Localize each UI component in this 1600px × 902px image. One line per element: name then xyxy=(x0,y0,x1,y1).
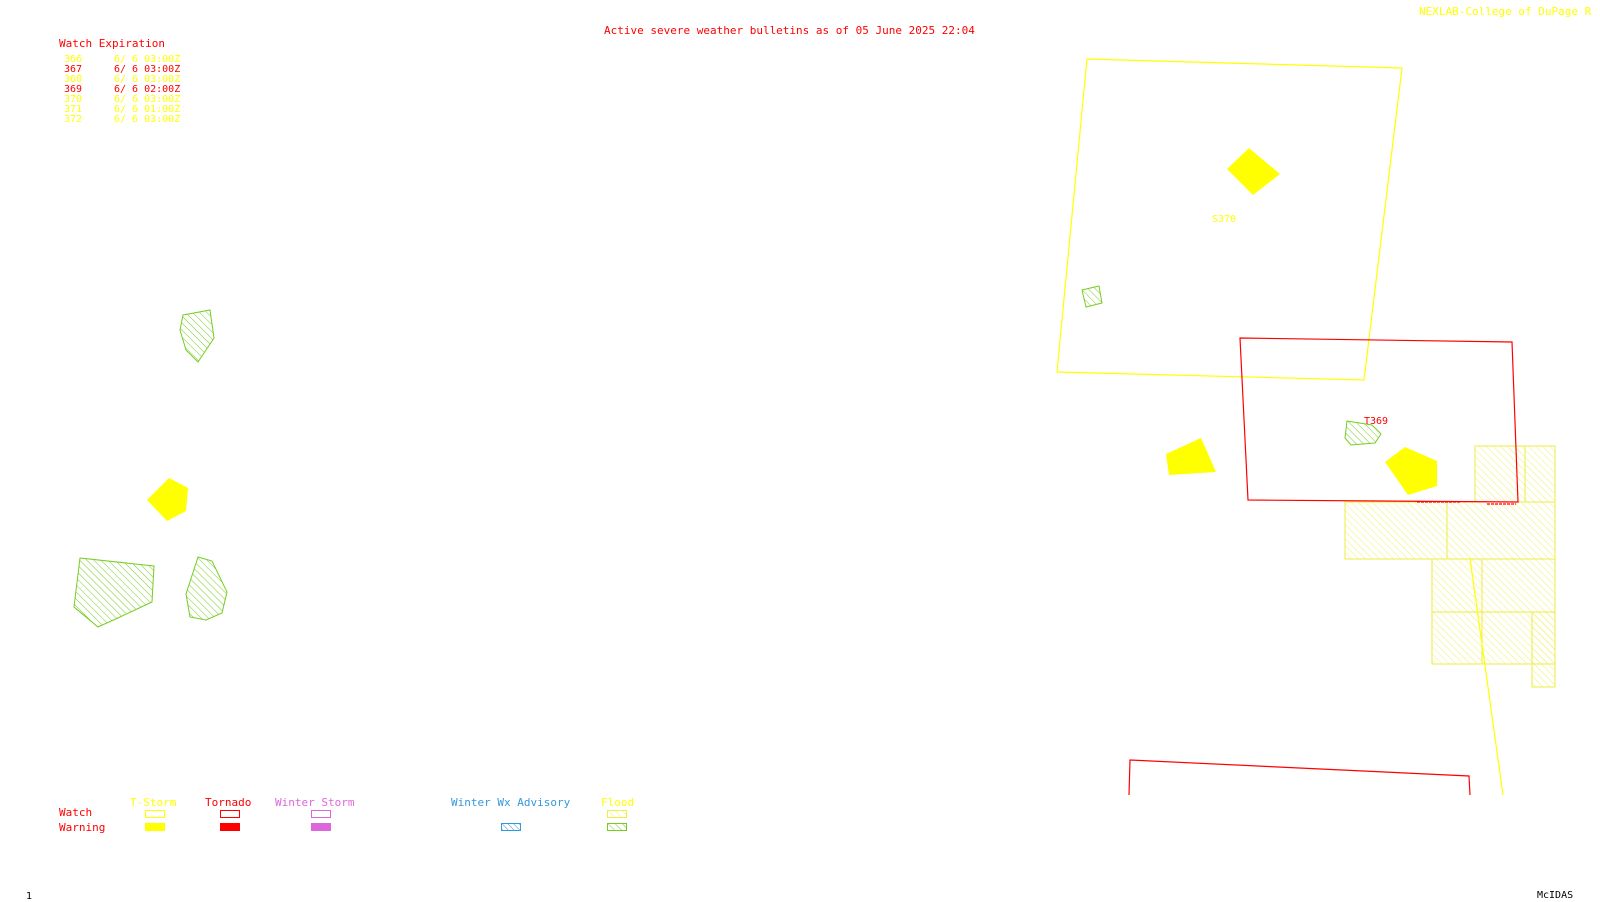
watch-expiration-row: 368 6/ 6 03:00Z xyxy=(64,75,180,85)
watch-number: 372 xyxy=(64,114,83,125)
winter-storm-warning-swatch xyxy=(311,823,331,831)
source-credit: NEXLAB-College of DuPage R xyxy=(1419,5,1592,18)
watch-expiration-row: 372 6/ 6 03:00Z xyxy=(64,115,180,125)
watch-number: 371 xyxy=(64,104,83,115)
flood-warning-area xyxy=(1081,285,1103,308)
watch-number: 368 xyxy=(64,74,83,85)
watch-expiration-row: 371 6/ 6 01:00Z xyxy=(64,105,180,115)
tornado-watch-outline xyxy=(1239,337,1519,503)
tstorm-watch-outline xyxy=(1056,58,1403,381)
legend-watch-row-label: Watch xyxy=(59,806,93,819)
watch-expiration-time: 6/ 6 03:00Z xyxy=(114,54,181,65)
tornado-warning-swatch xyxy=(220,823,240,831)
watch-expiration-time: 6/ 6 03:00Z xyxy=(114,114,181,125)
tstorm-warning-area xyxy=(1227,148,1280,195)
legend-winter-advisory-label: Winter Wx Advisory xyxy=(451,796,571,809)
tstorm-watch-swatch xyxy=(145,810,165,818)
watch-expiration-heading: Watch Expiration xyxy=(59,37,165,50)
legend-tstorm-label: T-Storm xyxy=(130,796,177,809)
tstorm-warning-swatch xyxy=(145,823,165,831)
tstorm-warning-area xyxy=(1166,438,1216,475)
flood-warning-area xyxy=(73,557,155,628)
watch-expiration-time: 6/ 6 03:00Z xyxy=(114,94,181,105)
tstorm-warning-area xyxy=(1385,447,1437,495)
watch-expiration-time: 6/ 6 03:00Z xyxy=(114,64,181,75)
tstorm-warning-area xyxy=(147,478,188,521)
legend-flood-label: Flood xyxy=(601,796,635,809)
watch-expiration-time: 6/ 6 01:00Z xyxy=(114,104,181,115)
watch-expiration-row: 367 6/ 6 03:00Z xyxy=(64,65,180,75)
watch-number: 367 xyxy=(64,64,83,75)
flood-warning-swatch xyxy=(607,823,627,831)
flood-watch-swatch xyxy=(607,810,627,818)
watch-label-t369: T369 xyxy=(1364,416,1389,427)
watch-number: 370 xyxy=(64,94,83,105)
legend-winter-storm-label: Winter Storm xyxy=(275,796,355,809)
watch-expiration-row: 366 6/ 6 03:00Z xyxy=(64,55,180,65)
legend-warning-row-label: Warning xyxy=(59,821,106,834)
flood-warning-area xyxy=(185,556,228,621)
watch-label-s370: S370 xyxy=(1212,214,1237,225)
tstorm-watch-outline xyxy=(1469,557,1504,796)
watch-expiration-time: 6/ 6 02:00Z xyxy=(114,84,181,95)
flood-warning-area xyxy=(179,309,215,363)
frame-number: 1 xyxy=(26,891,33,902)
tornado-watch-swatch xyxy=(220,810,240,818)
page-title: Active severe weather bulletins as of 05… xyxy=(604,24,975,37)
watch-number: 366 xyxy=(64,54,83,65)
watch-number: 369 xyxy=(64,84,83,95)
tornado-watch-outline xyxy=(1128,759,1471,796)
legend-tornado-label: Tornado xyxy=(205,796,252,809)
watch-expiration-row: 369 6/ 6 02:00Z xyxy=(64,85,180,95)
software-label: McIDAS xyxy=(1537,890,1574,901)
flood-watch-areas xyxy=(1344,445,1556,688)
flood-warning-area xyxy=(1344,420,1382,446)
winter-advisory-swatch xyxy=(501,823,521,831)
watch-expiration-row: 370 6/ 6 03:00Z xyxy=(64,95,180,105)
winter-storm-watch-swatch xyxy=(311,810,331,818)
watch-expiration-time: 6/ 6 03:00Z xyxy=(114,74,181,85)
